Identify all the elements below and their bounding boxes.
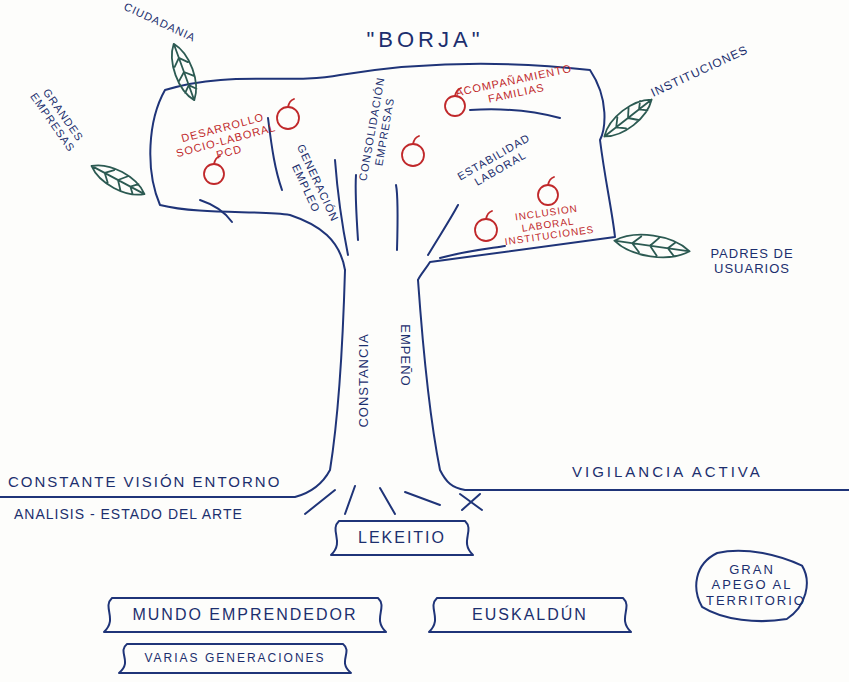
ground-label: VIGILANCIA ACTIVA <box>572 463 763 480</box>
branch-label: GENERACIÓN EMPLEO <box>282 140 342 230</box>
root-line <box>345 486 355 514</box>
branch-line <box>396 185 398 250</box>
leaf <box>613 230 691 261</box>
root-line <box>460 494 482 510</box>
banner-box: LEKEITIO <box>327 519 477 557</box>
apple <box>402 136 424 166</box>
box-text: EUSKALDÚN <box>451 605 609 624</box>
branch-label: ESTABILIDAD LABORAL <box>449 127 545 197</box>
leaf-label: CIUDADANIA <box>122 0 198 44</box>
box-outline-path <box>331 521 473 555</box>
branch-line <box>356 175 358 240</box>
branch-line <box>200 200 232 222</box>
box-text: MUNDO EMPRENDEDOR <box>126 605 364 624</box>
branch-line <box>470 109 560 118</box>
branch-label: CONSOLIDACIÓN EMPRESAS <box>357 77 400 184</box>
box-text: LEKEITIO <box>353 528 451 547</box>
branch-line <box>335 160 348 255</box>
tree-trunk <box>0 270 345 497</box>
leaf <box>599 92 657 143</box>
tree-trunk <box>418 280 849 490</box>
banner-box: MUNDO EMPRENDEDOR <box>100 596 390 634</box>
fruit-label: ACOMPAÑAMIENTO FAMILIAS <box>453 61 578 111</box>
box-outline-path <box>119 644 351 673</box>
leaf-label: INSTITUCIONES <box>649 43 751 100</box>
ground-label: ANALISIS - ESTADO DEL ARTE <box>14 506 243 522</box>
root-line <box>405 492 440 505</box>
box-outline-path <box>429 598 631 632</box>
apple <box>475 211 497 241</box>
trunk-label: CONSTANCIA <box>357 333 372 427</box>
tree-title: "BORJA" <box>367 27 484 52</box>
banner-box: VARIAS GENERACIONES <box>115 642 355 675</box>
apple <box>277 99 299 129</box>
banner-box: EUSKALDÚN <box>425 596 635 634</box>
root-line <box>305 490 335 514</box>
branch-line <box>428 205 458 255</box>
box-outline-path <box>696 550 806 620</box>
leaf <box>87 158 148 202</box>
leaf <box>165 41 202 104</box>
box-text: VARIAS GENERACIONES <box>141 651 329 665</box>
fruit-label: INCLUSION LABORAL INSTITUCIONES <box>500 200 596 247</box>
tree-crown <box>150 64 615 280</box>
fruit-label: DESARROLLO SOCIO-LABORAL PCD <box>167 107 285 173</box>
apple <box>538 177 558 205</box>
box-outline-path <box>104 598 386 632</box>
box-text: GRAN APEGO AL TERRITORIO <box>706 562 798 609</box>
ground-label: CONSTANTE VISIÓN ENTORNO <box>8 473 281 490</box>
trunk-label: EMPEÑO <box>397 324 412 386</box>
leaf-label: PADRES DE USUARIOS <box>702 247 802 277</box>
cloud-box: GRAN APEGO AL TERRITORIO <box>694 550 810 621</box>
root-line <box>380 488 395 514</box>
branch-line <box>440 246 505 258</box>
leaf-label: GRANDES EMPRESAS <box>26 81 89 156</box>
